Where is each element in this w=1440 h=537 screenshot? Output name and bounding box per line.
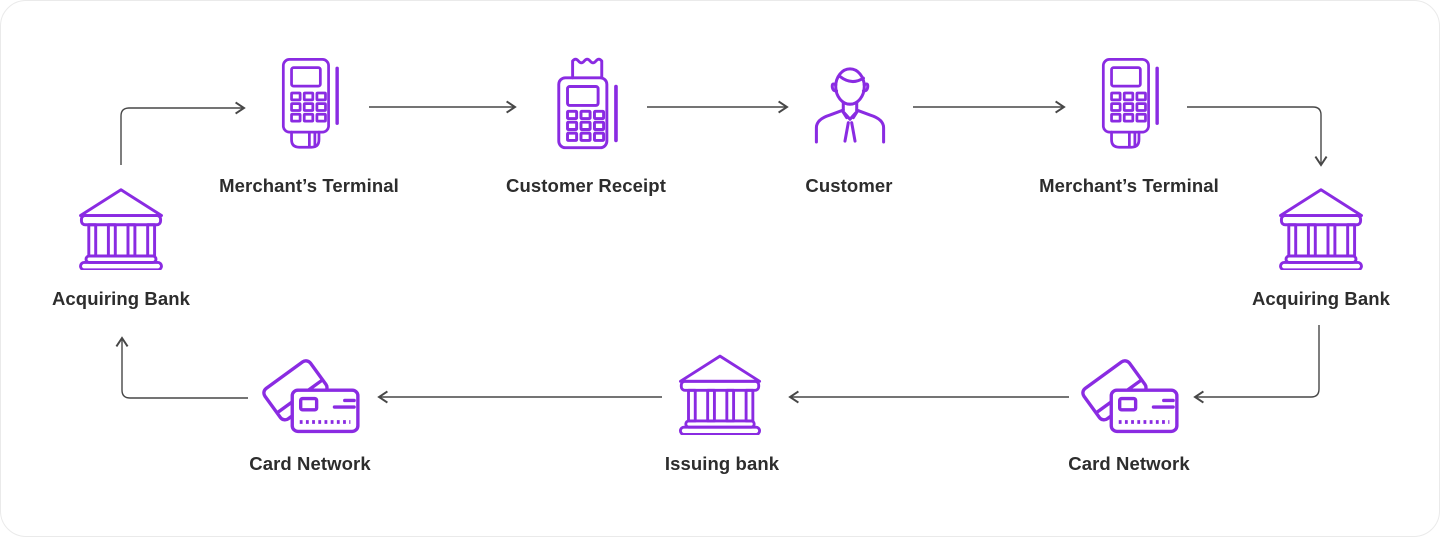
bank-icon bbox=[1275, 185, 1367, 270]
arrow-cards-left-to-acquiring bbox=[115, 336, 248, 399]
receipt-terminal-icon bbox=[548, 53, 622, 155]
arrow-acquiring-right-to-cards bbox=[1193, 325, 1320, 404]
bank-icon bbox=[75, 185, 167, 270]
customer-receipt-label: Customer Receipt bbox=[506, 175, 666, 196]
issuing-bank-label: Issuing bank bbox=[664, 453, 780, 474]
credit-cards-icon bbox=[1077, 347, 1183, 437]
card-network-right-label: Card Network bbox=[1068, 453, 1190, 474]
merchant-terminal-1-label: Merchant’s Terminal bbox=[219, 175, 399, 196]
bank-icon bbox=[675, 351, 765, 435]
acquiring-bank-right-label: Acquiring Bank bbox=[1251, 288, 1391, 309]
card-network-left-label: Card Network bbox=[249, 453, 371, 474]
acquiring-bank-left-label: Acquiring Bank bbox=[51, 288, 191, 309]
customer-label: Customer bbox=[805, 175, 893, 196]
pos-terminal-icon bbox=[273, 56, 343, 152]
person-icon bbox=[808, 56, 892, 149]
credit-cards-icon bbox=[258, 347, 364, 437]
arrow-acquiring-left-to-terminal1 bbox=[120, 101, 246, 165]
merchant-terminal-2-label: Merchant’s Terminal bbox=[1039, 175, 1219, 196]
arrow-terminal2-to-acquiring-right bbox=[1187, 106, 1328, 167]
pos-terminal-icon bbox=[1093, 56, 1163, 152]
